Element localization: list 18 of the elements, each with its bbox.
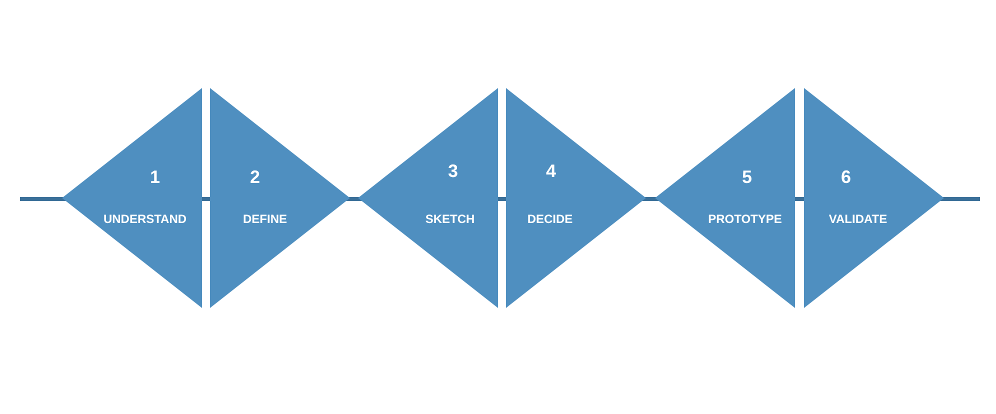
step-label: DECIDE — [527, 213, 573, 225]
step-triangle — [655, 88, 795, 308]
step-label: VALIDATE — [828, 213, 888, 225]
step-label: UNDERSTAND — [103, 213, 187, 225]
step-number: 1 — [150, 168, 160, 186]
step-number: 5 — [742, 168, 752, 186]
step-triangle — [358, 88, 498, 308]
step-triangle — [804, 88, 944, 308]
step-number: 3 — [448, 162, 458, 180]
step-label: PROTOTYPE — [708, 213, 782, 225]
step-triangle — [506, 88, 646, 308]
step-number: 4 — [546, 162, 556, 180]
step-label: DEFINE — [243, 213, 287, 225]
step-label: SKETCH — [425, 213, 475, 225]
step-number: 2 — [250, 168, 260, 186]
step-triangle — [62, 88, 202, 308]
step-triangle — [210, 88, 350, 308]
step-number: 6 — [841, 168, 851, 186]
